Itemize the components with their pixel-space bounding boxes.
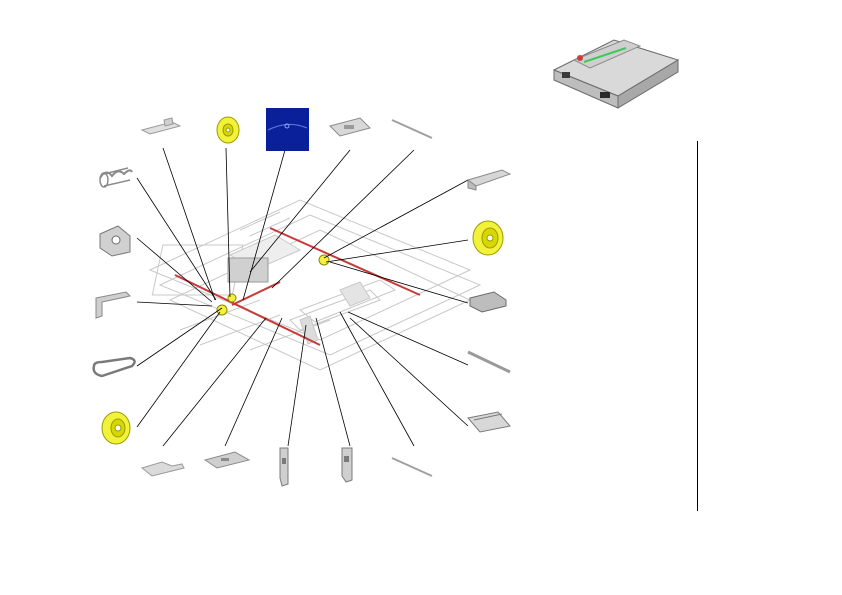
rod-lower [174, 274, 321, 346]
divider-line [697, 141, 698, 511]
clip-icon [140, 461, 185, 477]
printer-unit-icon [552, 39, 680, 109]
central-assembly [148, 199, 482, 371]
spring-icon [99, 167, 133, 188]
frame-bracket-icon [99, 225, 131, 257]
assembly-gear-right [318, 254, 330, 266]
thin-shaft-icon [391, 119, 433, 139]
cover-bracket-icon [466, 169, 512, 191]
gear-top-icon [216, 116, 240, 144]
hook-lever-icon [279, 447, 289, 487]
shaft-icon [467, 350, 511, 374]
hook-lever-2-icon [341, 447, 353, 483]
rod-middle [231, 281, 281, 306]
slide-plate-icon [203, 451, 251, 469]
gear-right-icon [472, 220, 504, 256]
assembly-rods [174, 227, 421, 346]
gear-icon [101, 411, 131, 445]
assembly-gear-center [227, 293, 237, 303]
blue-inset-icon [266, 108, 309, 151]
pin-icon [391, 457, 433, 477]
rail-icon [467, 411, 511, 433]
plate-bracket-icon [329, 117, 371, 137]
mount-bracket-icon [469, 291, 507, 313]
leader-lines [136, 147, 469, 447]
bracket-top-icon [140, 117, 182, 135]
belt-icon [92, 356, 136, 378]
angle-bracket-icon [95, 291, 132, 319]
rod-upper [269, 227, 421, 296]
